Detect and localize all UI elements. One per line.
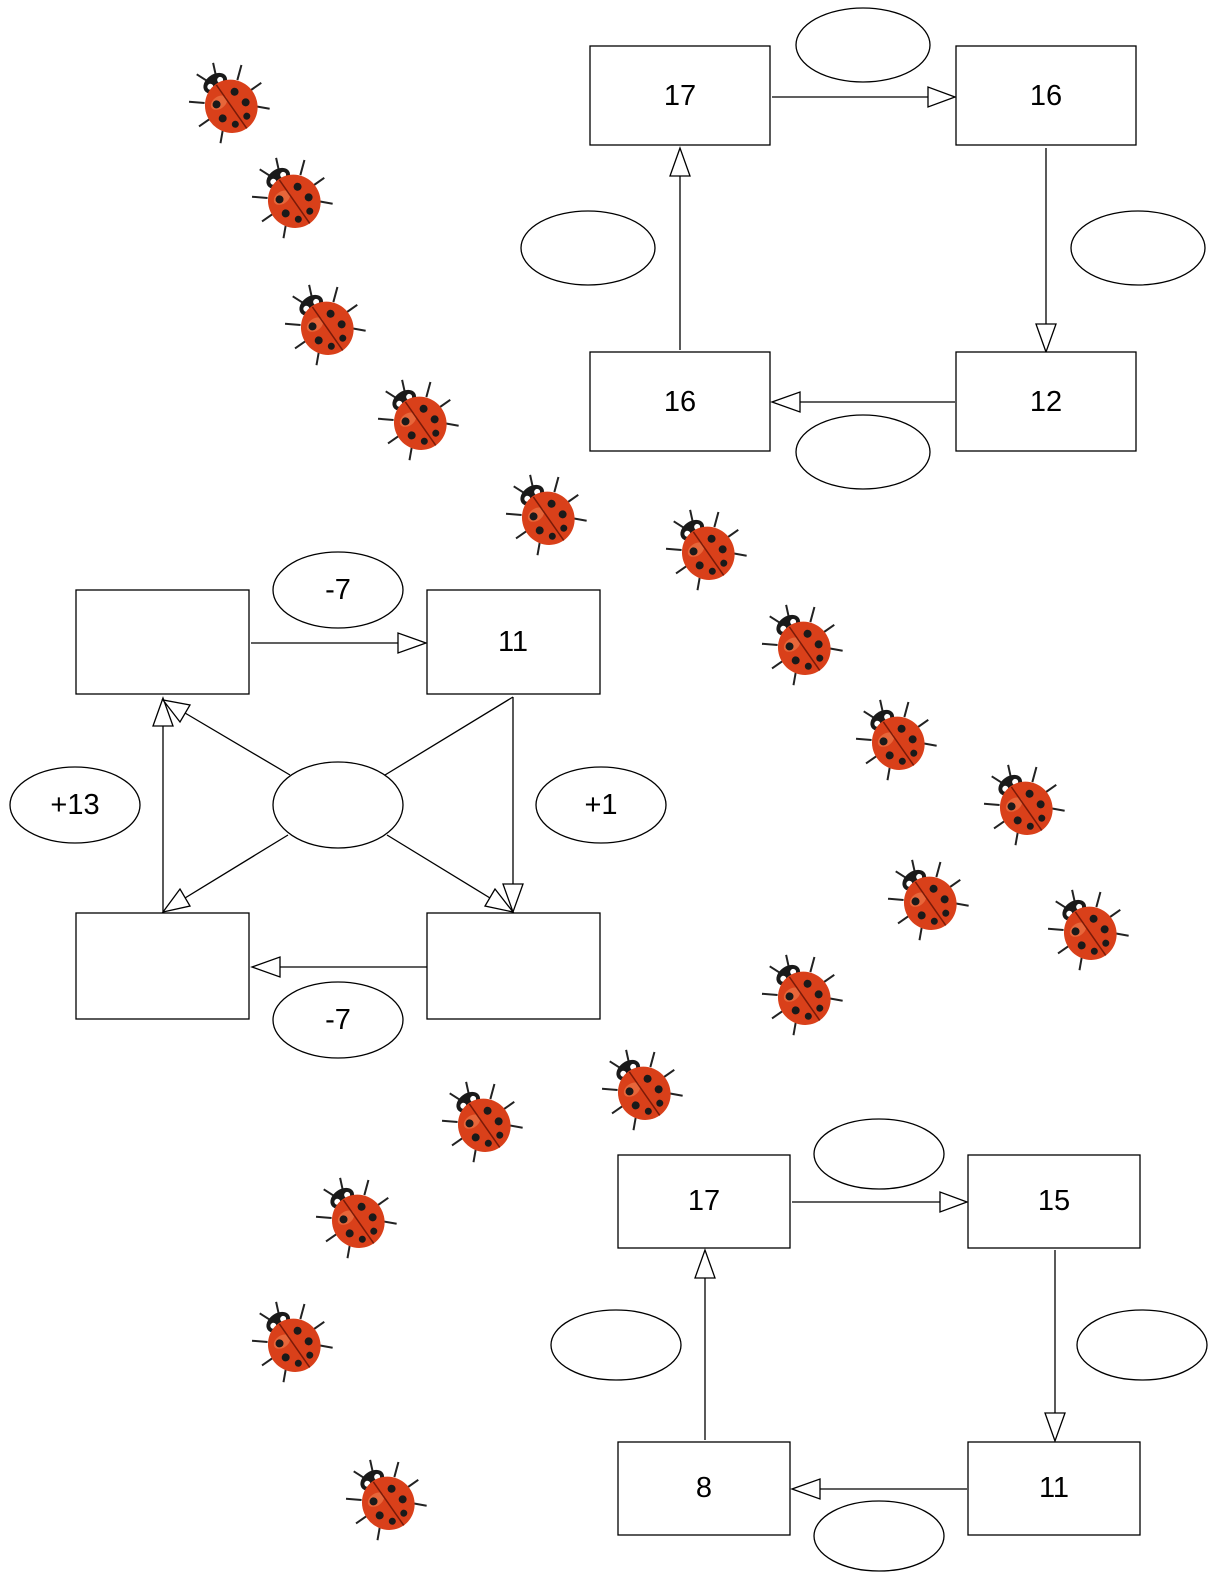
ladybug-icon xyxy=(871,842,978,949)
ladybug-icon xyxy=(425,1064,532,1171)
bottom-oval-top[interactable] xyxy=(813,1118,945,1190)
top-box-bottom-left[interactable]: 16 xyxy=(589,351,771,452)
bottom-oval-bottom[interactable] xyxy=(813,1500,945,1572)
middle-box-top-right[interactable]: 11 xyxy=(426,589,601,695)
top-box-top-right[interactable]: 16 xyxy=(955,45,1137,146)
top-oval-left[interactable] xyxy=(520,210,656,286)
operation-label: -7 xyxy=(325,574,351,606)
diagram-bottom: 17 15 11 8 xyxy=(550,1118,1208,1572)
bottom-box-top-right[interactable]: 15 xyxy=(967,1154,1141,1249)
bottom-oval-right[interactable] xyxy=(1076,1309,1208,1381)
diagram-top: 17 16 12 16 xyxy=(520,7,1206,490)
middle-box-bottom-right[interactable] xyxy=(426,912,601,1020)
ladybug-icon xyxy=(172,45,279,152)
ladybug-icon xyxy=(235,1284,342,1391)
bottom-box-bottom-left[interactable]: 8 xyxy=(617,1441,791,1536)
bottom-box-top-left[interactable]: 17 xyxy=(617,1154,791,1249)
box-value: 11 xyxy=(498,626,528,658)
middle-oval-bottom[interactable]: -7 xyxy=(272,981,404,1059)
bottom-box-bottom-right[interactable]: 11 xyxy=(967,1441,1141,1536)
bottom-oval-left[interactable] xyxy=(550,1309,682,1381)
ladybug-icon xyxy=(329,1442,436,1549)
box-value: 12 xyxy=(1030,386,1062,418)
middle-oval-center[interactable] xyxy=(272,761,404,849)
ladybug-icon xyxy=(489,457,596,564)
ladybug-icon xyxy=(235,140,342,247)
box-value: 16 xyxy=(664,386,696,418)
middle-oval-left[interactable]: +13 xyxy=(9,766,141,844)
ladybug-icon xyxy=(268,267,375,374)
top-box-top-left[interactable]: 17 xyxy=(589,45,771,146)
box-value: 8 xyxy=(696,1472,712,1504)
top-oval-right[interactable] xyxy=(1070,210,1206,286)
middle-oval-top[interactable]: -7 xyxy=(272,551,404,629)
box-value: 11 xyxy=(1039,1472,1069,1504)
box-value: 16 xyxy=(1030,80,1062,112)
ladybug-icon xyxy=(1031,872,1138,979)
ladybug-icon xyxy=(839,682,946,789)
middle-box-bottom-left[interactable] xyxy=(75,912,250,1020)
middle-oval-right[interactable]: +1 xyxy=(535,766,667,844)
top-oval-bottom[interactable] xyxy=(795,414,931,490)
top-box-bottom-right[interactable]: 12 xyxy=(955,351,1137,452)
top-oval-top[interactable] xyxy=(795,7,931,83)
middle-box-top-left[interactable] xyxy=(75,589,250,695)
operation-label: -7 xyxy=(325,1004,351,1036)
ladybug-icon xyxy=(585,1032,692,1139)
box-value: 15 xyxy=(1038,1185,1070,1217)
ladybug-icon xyxy=(745,587,852,694)
box-value: 17 xyxy=(688,1185,720,1217)
ladybug-icon xyxy=(967,747,1074,854)
operation-label: +13 xyxy=(50,789,99,821)
ladybug-icon xyxy=(745,937,852,1044)
operation-label: +1 xyxy=(584,789,617,821)
ladybug-icon xyxy=(299,1160,406,1267)
diagram-middle: 11 -7 +1 -7 +13 xyxy=(9,551,667,1059)
ladybug-icon xyxy=(361,362,468,469)
box-value: 17 xyxy=(664,80,696,112)
ladybug-icon xyxy=(649,492,756,599)
